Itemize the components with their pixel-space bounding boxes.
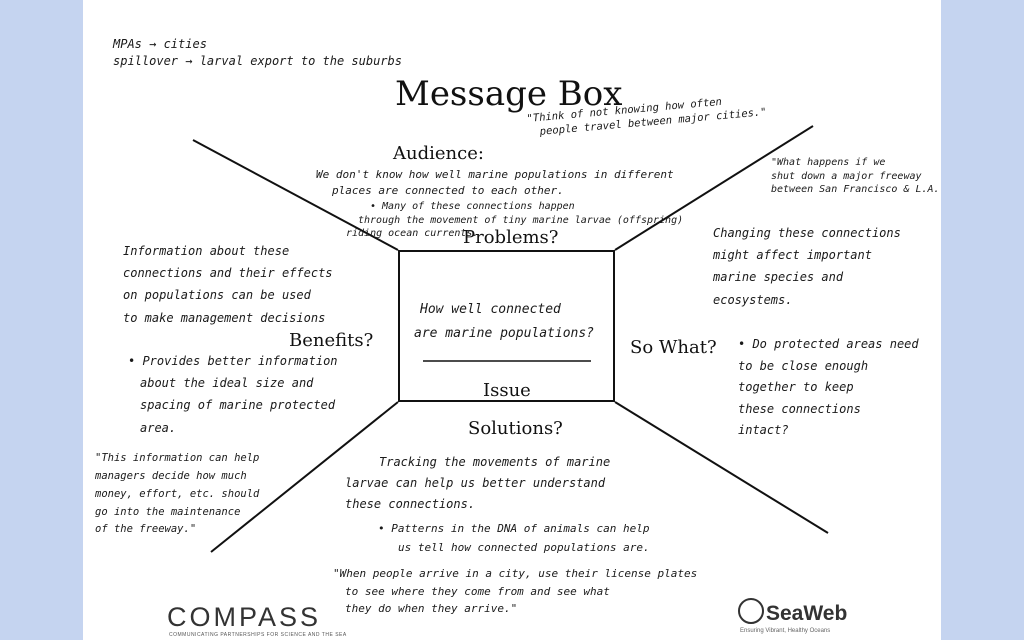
compass-tagline: COMMUNICATING PARTNERSHIPS FOR SCIENCE A…	[169, 632, 347, 638]
message-box-diagram	[192, 125, 829, 553]
solutions-bullet: • Patterns in the DNA of animals can hel…	[378, 522, 650, 554]
issue-box	[398, 250, 615, 402]
so-what-note: Changing these connections might affect …	[713, 226, 901, 307]
seaweb-tagline: Ensuring Vibrant, Healthy Oceans	[740, 628, 831, 634]
problems-label: Problems?	[463, 227, 559, 248]
issue-label: Issue	[483, 380, 531, 401]
solutions-quote: "When people arrive in a city, use their…	[333, 567, 698, 616]
audience-label: Audience:	[393, 143, 484, 164]
slide-title: Message Box	[395, 74, 623, 114]
benefits-note: Information about these connections and …	[123, 244, 333, 325]
benefits-quote: "This information can help managers deci…	[95, 452, 260, 536]
benefits-bullet: • Provides better information about the …	[128, 354, 338, 435]
diagonal-bottom-left	[210, 401, 399, 553]
problems-note: We don't know how well marine population…	[316, 168, 674, 197]
issue-question: How well connected are marine population…	[414, 302, 595, 342]
benefits-label: Benefits?	[289, 330, 374, 351]
compass-logo: COMPASS	[167, 602, 322, 632]
so-what-bullet: • Do protected areas need to be close en…	[738, 337, 919, 438]
diagonal-top-left	[192, 139, 399, 251]
diagonal-bottom-right	[614, 401, 829, 534]
solutions-note: Tracking the movements of marine larvae …	[345, 455, 611, 511]
so-what-quote: "What happens if we shut down a major fr…	[771, 157, 941, 195]
problems-bullet: • Many of these connections happen throu…	[346, 201, 684, 239]
seaweb-name: SeaWeb	[766, 602, 848, 625]
top-left-note: MPAs → cities spillover → larval export …	[113, 37, 402, 69]
solutions-label: Solutions?	[468, 418, 563, 439]
seaweb-circle-icon	[738, 598, 764, 624]
so-what-label: So What?	[630, 337, 717, 358]
message-box-slide: Message Box Audience: Problems? Benefits…	[83, 0, 941, 640]
diagonal-top-right	[614, 125, 814, 251]
